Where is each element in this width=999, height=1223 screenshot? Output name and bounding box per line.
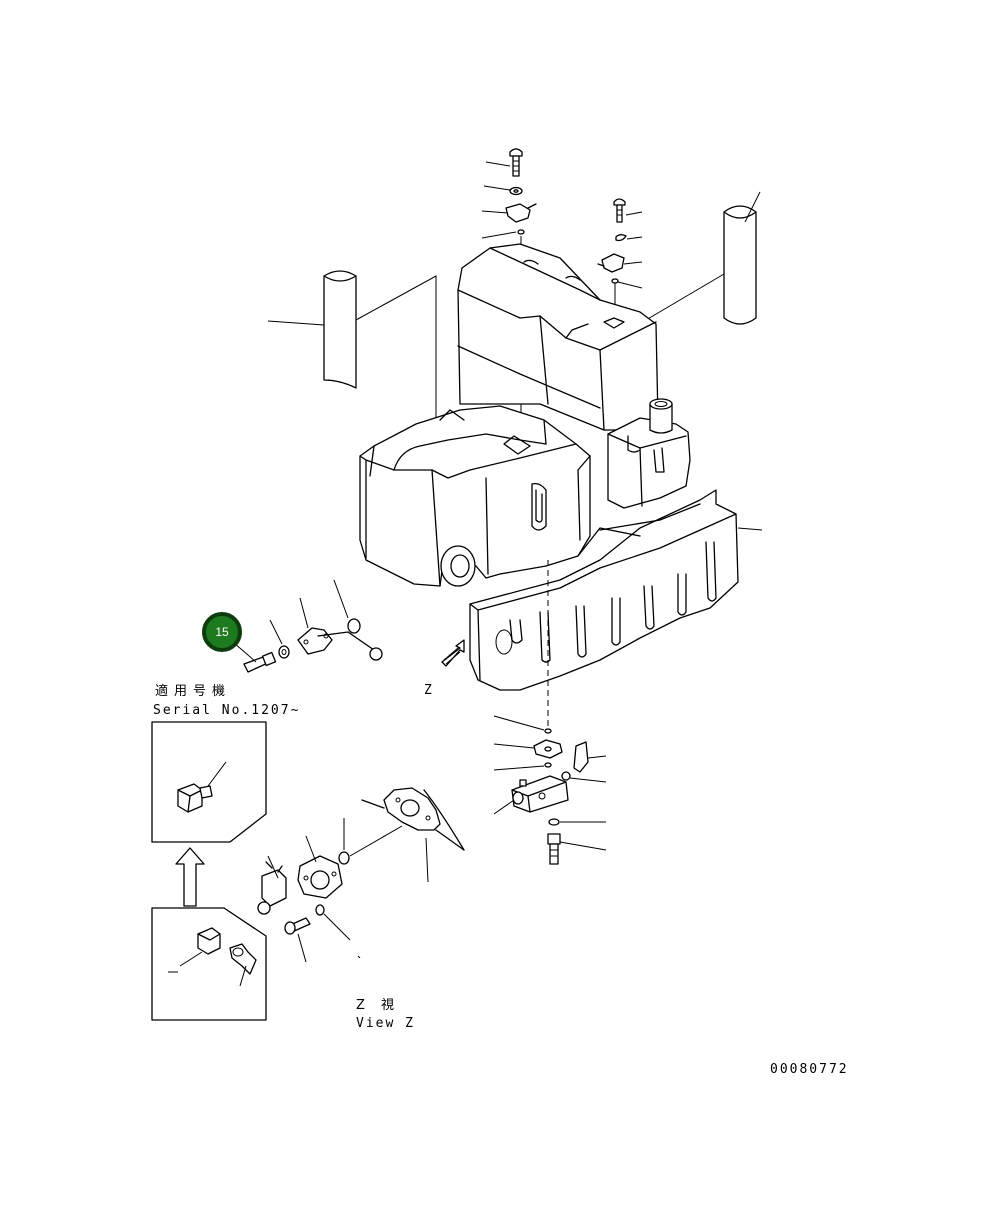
view-arrow-label: Z: [424, 683, 434, 698]
serial-label-ja: 適用号機: [155, 683, 231, 699]
view-caption-ja: Z 視: [356, 998, 400, 1013]
lower-frame: [469, 489, 763, 730]
left-cushion-pad: [267, 270, 437, 420]
right-cushion-pad: [645, 191, 761, 325]
drawing-number: 00080772: [770, 1062, 849, 1077]
upgrade-arrow: [175, 847, 205, 907]
callout-number: 15: [215, 625, 229, 639]
view-z-caption: Z 視 View Z: [356, 998, 415, 1031]
top-bolt-stack-right: [597, 198, 643, 322]
rear-upper-tank: [457, 243, 659, 431]
detail-box-old-sensor: [151, 907, 267, 1021]
main-fuel-tank: [359, 405, 591, 587]
drain-valve-stack: [493, 715, 607, 865]
view-z-arrow: Z: [424, 639, 465, 698]
view-z-parts-left: [257, 818, 403, 963]
detail-box-new-sensor: [151, 721, 267, 843]
view-caption-en: View Z: [356, 1016, 415, 1031]
drain-plug-assembly: 15: [202, 579, 383, 673]
view-z-tank-wall: [361, 787, 465, 883]
filler-neck-tank: [607, 398, 691, 509]
callout-badge-15[interactable]: 15: [202, 612, 242, 652]
serial-label-en: Serial No.1207~: [153, 703, 300, 718]
serial-note: 適用号機 Serial No.1207~: [153, 683, 300, 718]
